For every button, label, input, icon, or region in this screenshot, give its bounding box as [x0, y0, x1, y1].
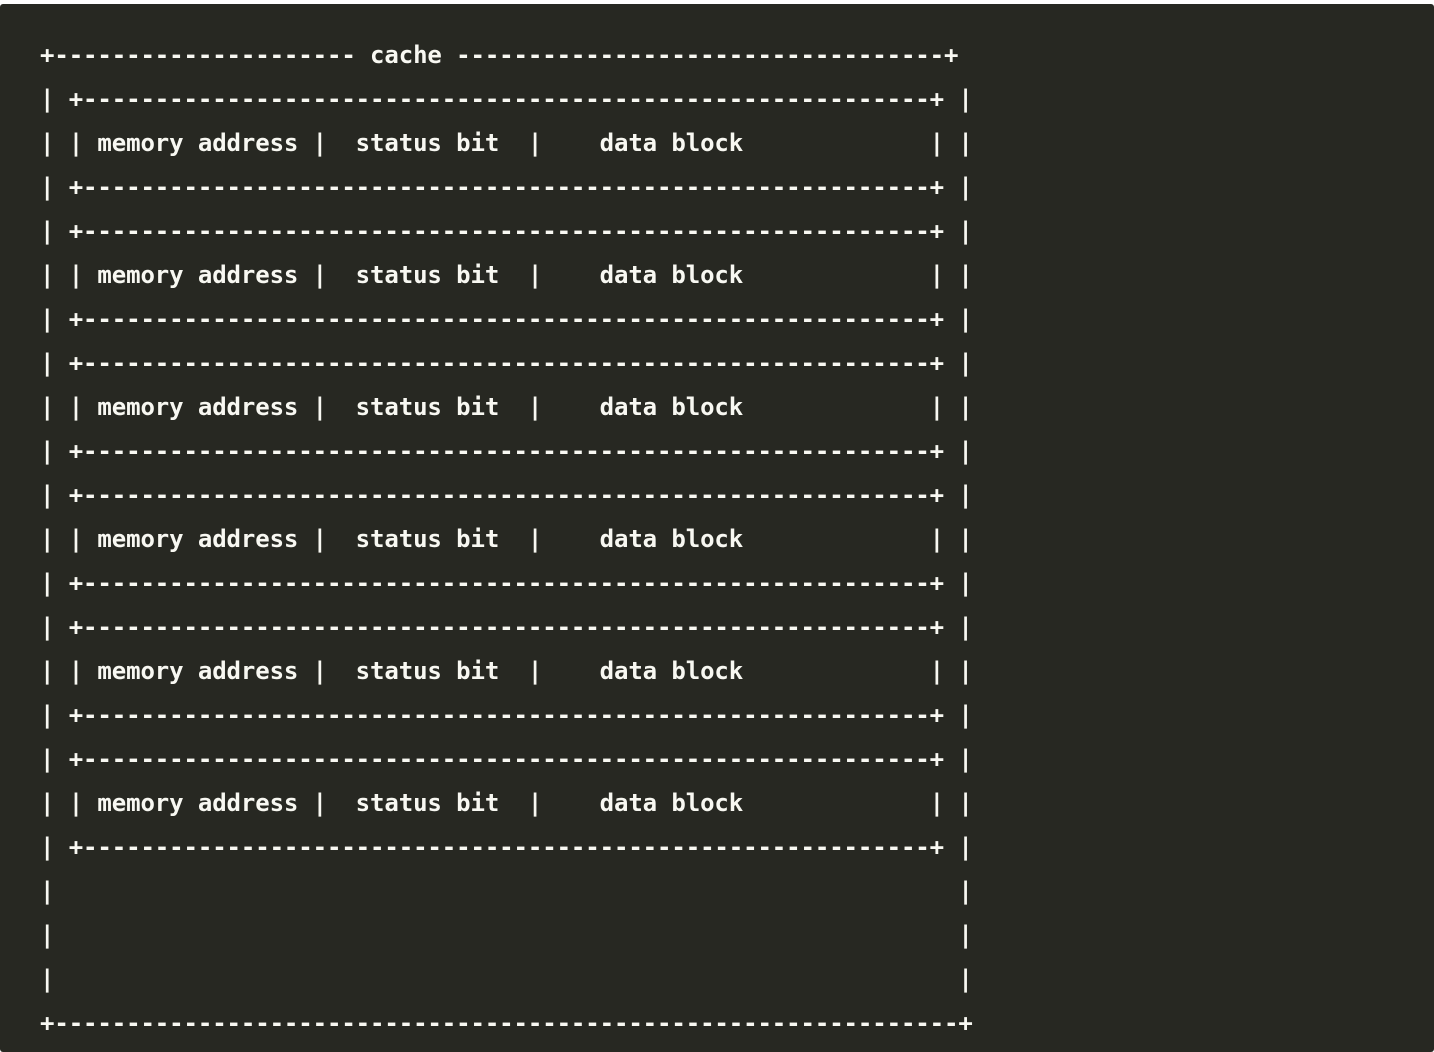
cache-top-border: +--------------------- cache -----------… [40, 41, 959, 69]
entry-1-top-border: | +-------------------------------------… [40, 85, 973, 113]
entry-3-fields: | | memory address | status bit | data b… [40, 393, 973, 421]
cache-empty-line-1: | | [40, 877, 973, 905]
entry-2-top-border: | +-------------------------------------… [40, 217, 973, 245]
entry-2-fields: | | memory address | status bit | data b… [40, 261, 973, 289]
entry-3-bottom-border: | +-------------------------------------… [40, 437, 973, 465]
entry-4-bottom-border: | +-------------------------------------… [40, 569, 973, 597]
entry-6-top-border: | +-------------------------------------… [40, 745, 973, 773]
code-block: +--------------------- cache -----------… [0, 4, 1434, 1052]
entry-2-bottom-border: | +-------------------------------------… [40, 305, 973, 333]
entry-3-top-border: | +-------------------------------------… [40, 349, 973, 377]
entry-6-fields: | | memory address | status bit | data b… [40, 789, 973, 817]
entry-4-fields: | | memory address | status bit | data b… [40, 525, 973, 553]
entry-5-fields: | | memory address | status bit | data b… [40, 657, 973, 685]
entry-1-bottom-border: | +-------------------------------------… [40, 173, 973, 201]
cache-empty-line-3: | | [40, 965, 973, 993]
ascii-cache-diagram: +--------------------- cache -----------… [40, 33, 973, 1045]
cache-empty-line-2: | | [40, 921, 973, 949]
entry-5-top-border: | +-------------------------------------… [40, 613, 973, 641]
cache-bottom-border: +---------------------------------------… [40, 1009, 973, 1037]
entry-6-bottom-border: | +-------------------------------------… [40, 833, 973, 861]
entry-5-bottom-border: | +-------------------------------------… [40, 701, 973, 729]
entry-1-fields: | | memory address | status bit | data b… [40, 129, 973, 157]
entry-4-top-border: | +-------------------------------------… [40, 481, 973, 509]
